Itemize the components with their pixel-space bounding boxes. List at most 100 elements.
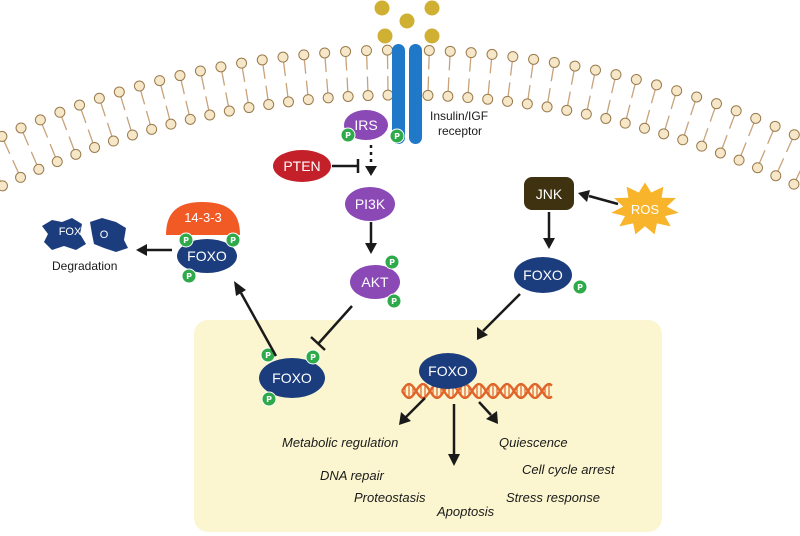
lipid-head [362, 90, 374, 102]
ligand [374, 0, 390, 16]
lipid-head [381, 44, 393, 56]
lipid-head [54, 106, 66, 118]
lipid-head [15, 171, 27, 183]
degraded-foxo: FOX O [42, 218, 128, 252]
svg-text:IRS: IRS [354, 117, 377, 133]
lipid-head [714, 147, 726, 159]
lipid-head [610, 69, 622, 81]
outcome-dna-repair: DNA repair [320, 468, 384, 483]
lipid-head [215, 61, 227, 73]
lipid-head [548, 56, 560, 68]
foxo-export-arrow [239, 292, 278, 357]
lipid-head [482, 93, 494, 105]
phosphate-marker [225, 232, 241, 248]
svg-text:PTEN: PTEN [283, 158, 320, 174]
phosphate-label: P [394, 132, 400, 141]
phosphate-marker [181, 268, 197, 284]
lipid-head [521, 98, 533, 110]
lipid-head [282, 96, 294, 108]
svg-text:14-3-3: 14-3-3 [184, 210, 222, 225]
lipid-head [465, 47, 477, 59]
foxo-outcomes: Metabolic regulation DNA repair Proteost… [282, 435, 616, 519]
lipid-head [15, 122, 27, 134]
lipid-head [651, 79, 663, 91]
lipid-head [342, 90, 354, 102]
lipid-head [204, 109, 216, 121]
lipid-head [658, 128, 670, 140]
phosphate-label: P [230, 236, 236, 245]
svg-text:FOX: FOX [59, 226, 82, 238]
phosphate-label: P [389, 258, 395, 267]
ligand [424, 28, 440, 44]
insulin-ligands [374, 0, 440, 44]
akt-inhibition-line [317, 305, 353, 345]
foxo-cytoplasm-node: FOXO [514, 257, 572, 293]
foxo-nuclear-import-arrow [482, 293, 521, 332]
lipid-head [146, 123, 158, 135]
lipid-head [444, 45, 456, 57]
outcome-cell-cycle-arrest: Cell cycle arrest [522, 462, 616, 477]
lipid-head [256, 54, 268, 66]
phosphate-label: P [577, 283, 583, 292]
lipid-head [93, 92, 105, 104]
outcome-metabolic-regulation: Metabolic regulation [282, 435, 398, 450]
lipid-head [589, 64, 601, 76]
lipid-head [502, 95, 514, 107]
outcome-stress-response: Stress response [506, 490, 600, 505]
outcome-apoptosis: Apoptosis [436, 504, 495, 519]
lipid-head [126, 129, 138, 141]
lipid-head [165, 118, 177, 130]
lipid-head [788, 129, 800, 141]
lipid-head [319, 47, 331, 59]
lipid-head [442, 90, 454, 102]
svg-text:PI3K: PI3K [355, 196, 386, 212]
phosphate-marker [340, 127, 356, 143]
lipid-head [70, 148, 82, 160]
pten-node: PTEN [273, 150, 331, 182]
lipid-head [691, 91, 703, 103]
lipid-head [541, 101, 553, 113]
phosphate-marker [305, 349, 321, 365]
lipid-head [74, 99, 86, 111]
lipid-head [223, 105, 235, 117]
lipid-head [619, 117, 631, 129]
dna-helix [401, 383, 553, 399]
lipid-head [322, 92, 334, 104]
lipid-head [752, 162, 764, 174]
degradation-label: Degradation [52, 259, 117, 273]
output-arrow-left [405, 397, 426, 418]
lipid-head [528, 53, 540, 65]
lipid-head [184, 113, 196, 125]
phosphate-marker [386, 293, 402, 309]
phosphate-label: P [266, 395, 272, 404]
lipid-head [600, 112, 612, 124]
lipid-head [302, 94, 314, 106]
lipid-head [382, 89, 394, 101]
lipid-head [769, 120, 781, 132]
lipid-head [462, 92, 474, 104]
svg-text:FOXO: FOXO [523, 267, 563, 283]
lipid-head [730, 105, 742, 117]
lipid-head [0, 130, 8, 142]
lipid-head [107, 135, 119, 147]
ligand [377, 28, 393, 44]
lipid-head [422, 89, 434, 101]
output-arrow-right [478, 401, 492, 416]
pi3k-node: PI3K [345, 187, 395, 221]
ros-burst: ROS [611, 182, 679, 235]
svg-text:FOXO: FOXO [187, 248, 227, 264]
lipid-head [580, 108, 592, 120]
ros-to-jnk-arrow [588, 194, 619, 206]
lipid-head [486, 48, 498, 60]
outcome-quiescence: Quiescence [499, 435, 568, 450]
lipid-head [133, 80, 145, 92]
lipid-head [770, 170, 782, 182]
foxo-phosphorylated-node: FOXO [259, 358, 325, 398]
lipid-head [569, 60, 581, 72]
ligand [424, 0, 440, 16]
irs-to-pi3k-arrowhead [365, 166, 377, 176]
lipid-head [277, 51, 289, 63]
